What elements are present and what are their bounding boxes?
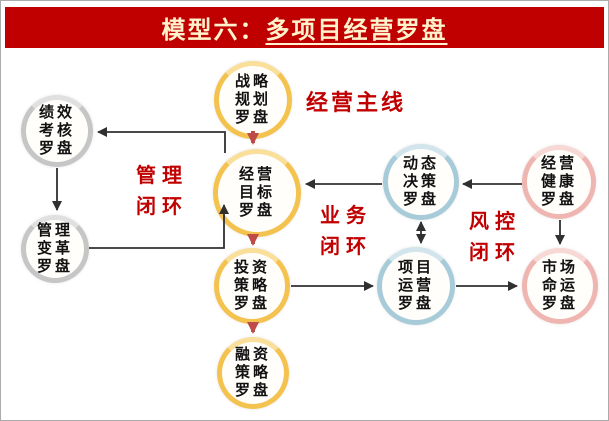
- node-label: 经营 健康 罗盘: [540, 155, 577, 209]
- label-business-loop: 业务 闭环: [320, 205, 372, 258]
- label-risk-loop: 风控 闭环: [469, 211, 521, 264]
- node-label: 战略 规划 罗盘: [234, 73, 271, 127]
- node-operation-target: 经营 目标 罗盘: [213, 149, 301, 237]
- node-market-destiny: 市场 命运 罗盘: [522, 248, 598, 324]
- node-label: 绩效 考核 罗盘: [38, 104, 75, 158]
- node-investment-strategy: 投资 策略 罗盘: [214, 248, 290, 324]
- node-dynamic-decision: 动态 决策 罗盘: [383, 144, 459, 220]
- node-management-change: 管理 变革 罗盘: [21, 215, 89, 283]
- node-strategy-planning: 战略 规划 罗盘: [214, 61, 292, 139]
- page-title: 模型六：多项目经营罗盘: [162, 10, 448, 45]
- label-management-loop: 管理 闭环: [136, 165, 188, 218]
- node-label: 动态 决策 罗盘: [402, 155, 439, 209]
- node-label: 经营 目标 罗盘: [238, 166, 275, 220]
- node-label: 管理 变革 罗盘: [36, 222, 73, 276]
- node-label: 项目 运营 罗盘: [397, 259, 434, 313]
- edge-target-to-appraisal: [97, 127, 226, 153]
- node-label: 投资 策略 罗盘: [233, 259, 270, 313]
- page-title-prefix: 模型六：: [161, 18, 266, 44]
- node-project-operation: 项目 运营 罗盘: [377, 247, 455, 325]
- node-performance-appraisal: 绩效 考核 罗盘: [21, 95, 93, 167]
- node-label: 市场 命运 罗盘: [541, 259, 578, 313]
- node-label: 融资 策略 罗盘: [234, 346, 271, 400]
- page-title-main: 多项目经营罗盘: [265, 18, 448, 44]
- node-financing-strategy: 融资 策略 罗盘: [217, 337, 289, 409]
- node-operation-health: 经营 健康 罗盘: [522, 145, 596, 219]
- label-main-line: 经营主线: [306, 90, 407, 115]
- title-banner: 模型六：多项目经营罗盘: [5, 7, 604, 48]
